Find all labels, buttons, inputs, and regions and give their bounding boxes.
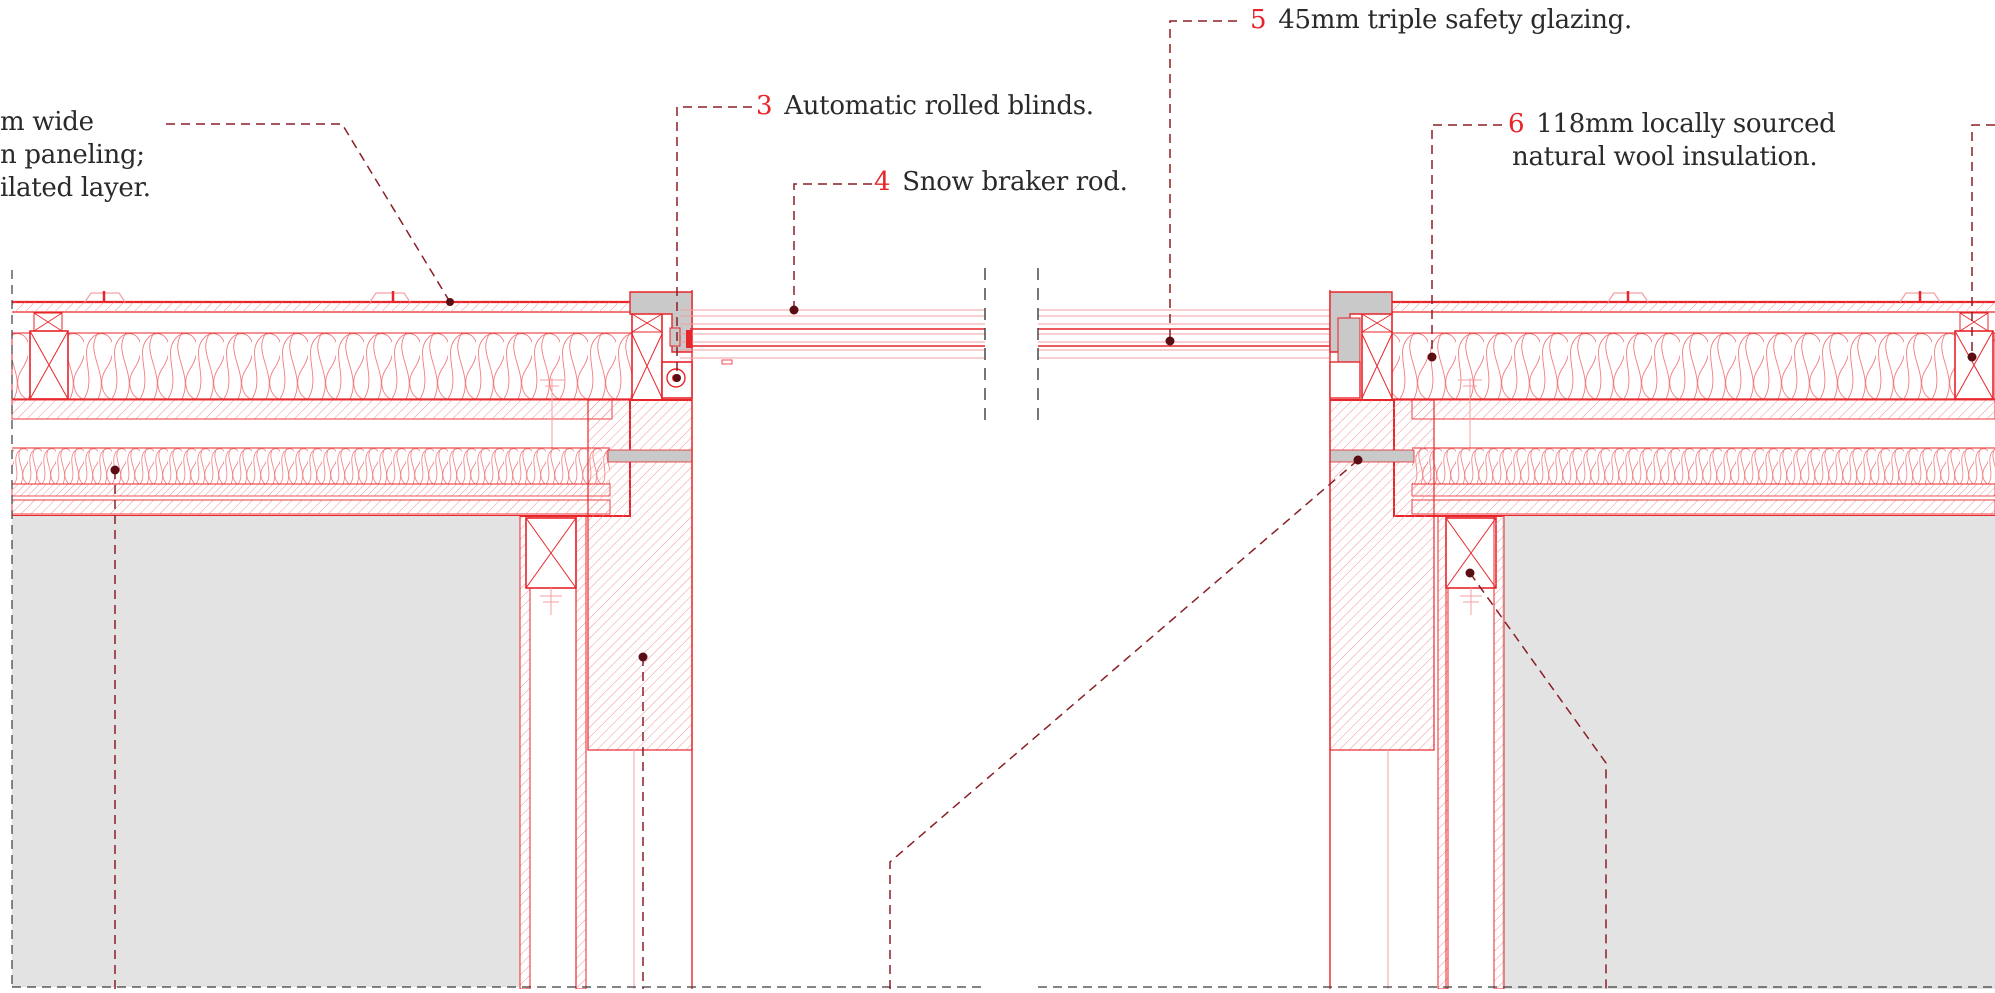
- callout-4-text: Snow braker rod.: [902, 167, 1128, 197]
- left-interior-space: [12, 516, 520, 987]
- callout-5-number: 5: [1250, 5, 1267, 35]
- callout-4: 4 Snow braker rod.: [874, 166, 1128, 199]
- callout-3-number: 3: [756, 91, 773, 121]
- callout-5-text: 45mm triple safety glazing.: [1278, 5, 1632, 35]
- leader-dots: [110, 298, 1977, 662]
- glazing-unit: [680, 268, 1336, 420]
- callout-2-line-2: n paneling;: [0, 140, 145, 170]
- callout-6-text-line-2: natural wool insulation.: [1512, 142, 1818, 172]
- callout-3-text: Automatic rolled blinds.: [784, 91, 1094, 121]
- leader-lines: [114, 20, 1995, 989]
- callout-6: 6 118mm locally sourced natural wool insu…: [1508, 108, 1836, 174]
- callout-5: 5 45mm triple safety glazing.: [1250, 4, 1632, 37]
- callout-6-number: 6: [1508, 109, 1525, 139]
- callout-4-number: 4: [874, 167, 891, 197]
- callout-3: 3 Automatic rolled blinds.: [756, 90, 1094, 123]
- left-wall-frame: [519, 515, 587, 990]
- right-wall-frame: [1437, 515, 1505, 990]
- right-roof-assembly: [1330, 291, 1995, 517]
- right-reveal-frame: [1329, 290, 1435, 989]
- callout-2: m wide n paneling; ilated layer.: [0, 106, 170, 205]
- right-interior-space: [1502, 516, 1995, 989]
- callout-2-line-3: ilated layer.: [0, 173, 151, 203]
- callout-2-line-1: m wide: [0, 107, 94, 137]
- left-roof-assembly: [11, 291, 692, 517]
- callout-6-text-line-1: 118mm locally sourced: [1536, 109, 1836, 139]
